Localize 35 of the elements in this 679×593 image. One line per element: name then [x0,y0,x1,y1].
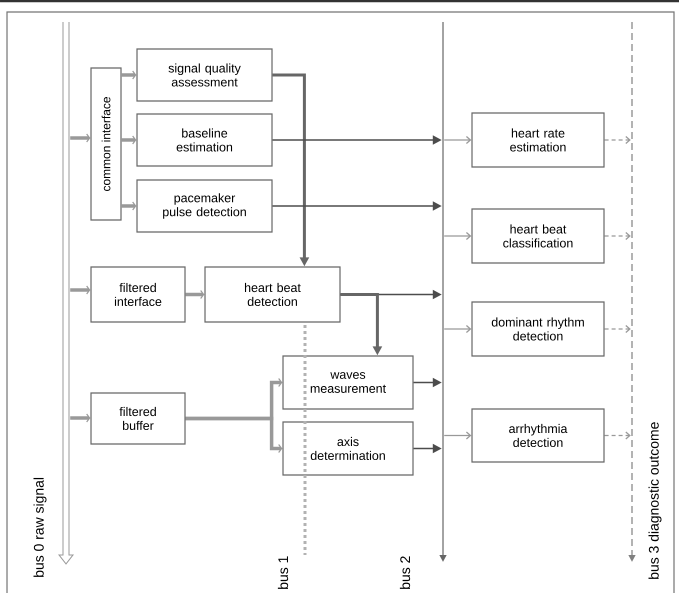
arrow [121,136,136,144]
process-box: pacemaker pulse detection [136,179,273,233]
process-box: heart beat detection [204,266,341,323]
arrow [444,232,472,240]
arrow [70,134,90,142]
interface-box: common interface [90,67,122,221]
bus-line [58,22,74,565]
process-box: arrhythmia detection [471,408,605,463]
arrow [604,232,631,240]
process-box: heart beat classification [471,208,605,264]
arrow [604,325,631,333]
arrow [444,136,472,144]
arrow [186,416,282,453]
arrow [444,432,472,440]
process-box: filtered interface [90,266,186,323]
process-box: heart rate estimation [471,112,605,168]
process-box: waves measurement [282,355,414,410]
process-box: baseline estimation [136,113,273,167]
process-box: filtered buffer [90,392,186,445]
arrow [604,432,631,440]
arrow [121,202,136,210]
arrow [121,70,136,80]
bus-label: bus 2 [400,556,410,589]
arrow [604,136,631,144]
bus-label: bus 0 raw signal [34,478,46,577]
arrow [70,414,90,422]
arrow [444,325,472,333]
arrow [186,290,204,299]
process-box: signal quality assessment [136,48,273,102]
bus-label: bus 3 diagnostic outcome [648,422,662,579]
bus-label: bus 1 [278,556,288,589]
arrow [70,286,90,294]
process-box: axis determination [282,421,414,476]
process-box: dominant rhythm detection [471,301,605,357]
bus-line [304,324,306,555]
